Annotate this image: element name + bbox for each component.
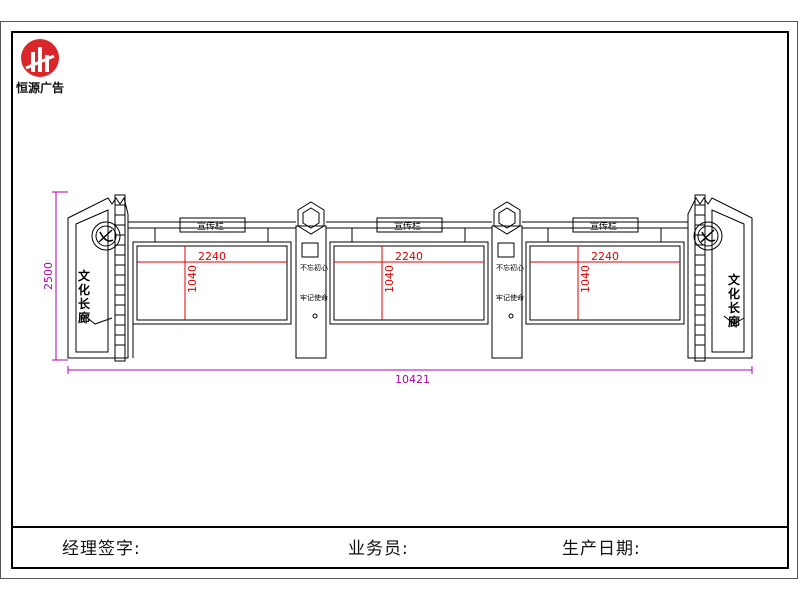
- pillar-left-text-1: 不忘初心: [300, 263, 328, 272]
- panel-3-sign: 宣传栏: [590, 220, 617, 232]
- left-column-text-4: 廊: [78, 310, 90, 325]
- display-panel-2: [329, 217, 489, 325]
- right-end-column: [687, 194, 753, 362]
- panel-1-width: 2240: [198, 250, 226, 263]
- right-column-text-4: 廊: [728, 314, 740, 329]
- left-column-text-1: 文: [78, 268, 91, 283]
- panel-3-height: 1040: [579, 265, 592, 293]
- manager-signature-label: 经理签字:: [62, 539, 141, 559]
- company-logo: [21, 39, 59, 77]
- panel-3-width: 2240: [591, 250, 619, 263]
- right-column-text-3: 长: [728, 300, 741, 315]
- pillar-right-text-2: 牢记使命: [496, 293, 524, 302]
- panel-2-width: 2240: [395, 250, 423, 263]
- overall-dimensions: [52, 191, 753, 374]
- brand-name: 恒源广告: [16, 81, 65, 95]
- left-end-column: [67, 194, 129, 362]
- drawing-frame: [11, 31, 789, 569]
- pillar-right: [491, 201, 523, 359]
- display-panel-1: [127, 217, 292, 358]
- panel-dimensions: [137, 246, 680, 320]
- salesperson-label: 业务员:: [348, 539, 409, 559]
- left-column-text-3: 长: [78, 296, 91, 311]
- production-date-label: 生产日期:: [562, 539, 641, 559]
- panel-2-sign: 宣传栏: [394, 220, 421, 232]
- panel-1-height: 1040: [186, 265, 199, 293]
- right-column-text-1: 文: [728, 272, 741, 287]
- left-column-text-2: 化: [78, 282, 90, 297]
- pillar-left: [295, 201, 327, 359]
- footer-divider: [11, 526, 789, 528]
- top-rails: [128, 221, 688, 229]
- pillar-right-text-1: 不忘初心: [496, 263, 524, 272]
- overall-width: 10421: [395, 373, 430, 386]
- right-column-text-2: 化: [728, 286, 740, 301]
- display-panel-3: [525, 217, 685, 325]
- panel-1-sign: 宣传栏: [197, 220, 224, 232]
- outer-border: [0, 21, 798, 579]
- pillar-left-text-2: 牢记使命: [300, 293, 328, 302]
- overall-height: 2500: [42, 262, 55, 290]
- panel-2-height: 1040: [383, 265, 396, 293]
